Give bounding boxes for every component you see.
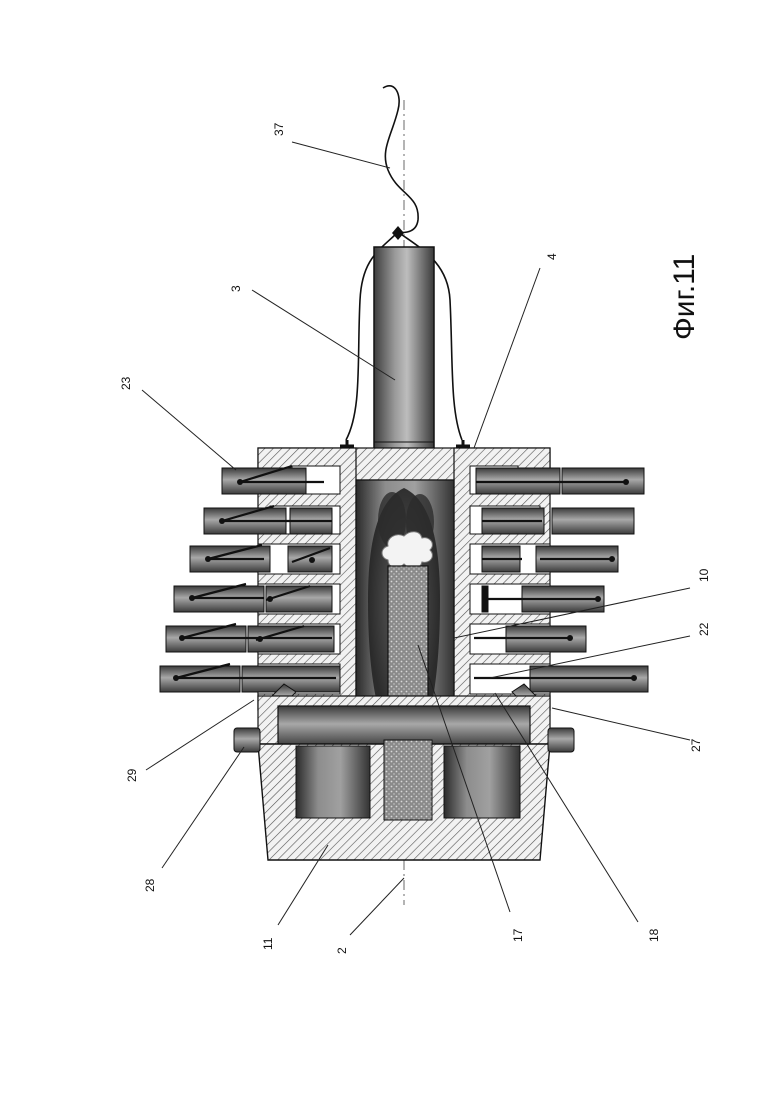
label-37: 37 bbox=[272, 122, 286, 136]
figure-caption: Фиг.11 bbox=[668, 254, 701, 340]
tube-3 bbox=[374, 247, 434, 482]
label-3: 3 bbox=[229, 285, 243, 292]
label-18: 18 bbox=[647, 928, 661, 942]
label-27: 27 bbox=[689, 738, 703, 752]
bolt-28 bbox=[234, 728, 260, 752]
label-2: 2 bbox=[335, 947, 349, 954]
base-cavity-right bbox=[444, 746, 520, 818]
label-17: 17 bbox=[511, 928, 525, 942]
label-28: 28 bbox=[143, 878, 157, 892]
label-10: 10 bbox=[697, 568, 711, 582]
base-cavity-left bbox=[296, 746, 370, 818]
wire-37 bbox=[383, 86, 418, 233]
base-core-slot bbox=[384, 740, 432, 820]
bolt-27 bbox=[548, 728, 574, 752]
label-11: 11 bbox=[261, 937, 275, 950]
label-4: 4 bbox=[545, 253, 559, 260]
wire-junction-node bbox=[392, 226, 404, 240]
label-29: 29 bbox=[125, 768, 139, 782]
label-22: 22 bbox=[697, 622, 711, 636]
label-23: 23 bbox=[119, 376, 133, 390]
